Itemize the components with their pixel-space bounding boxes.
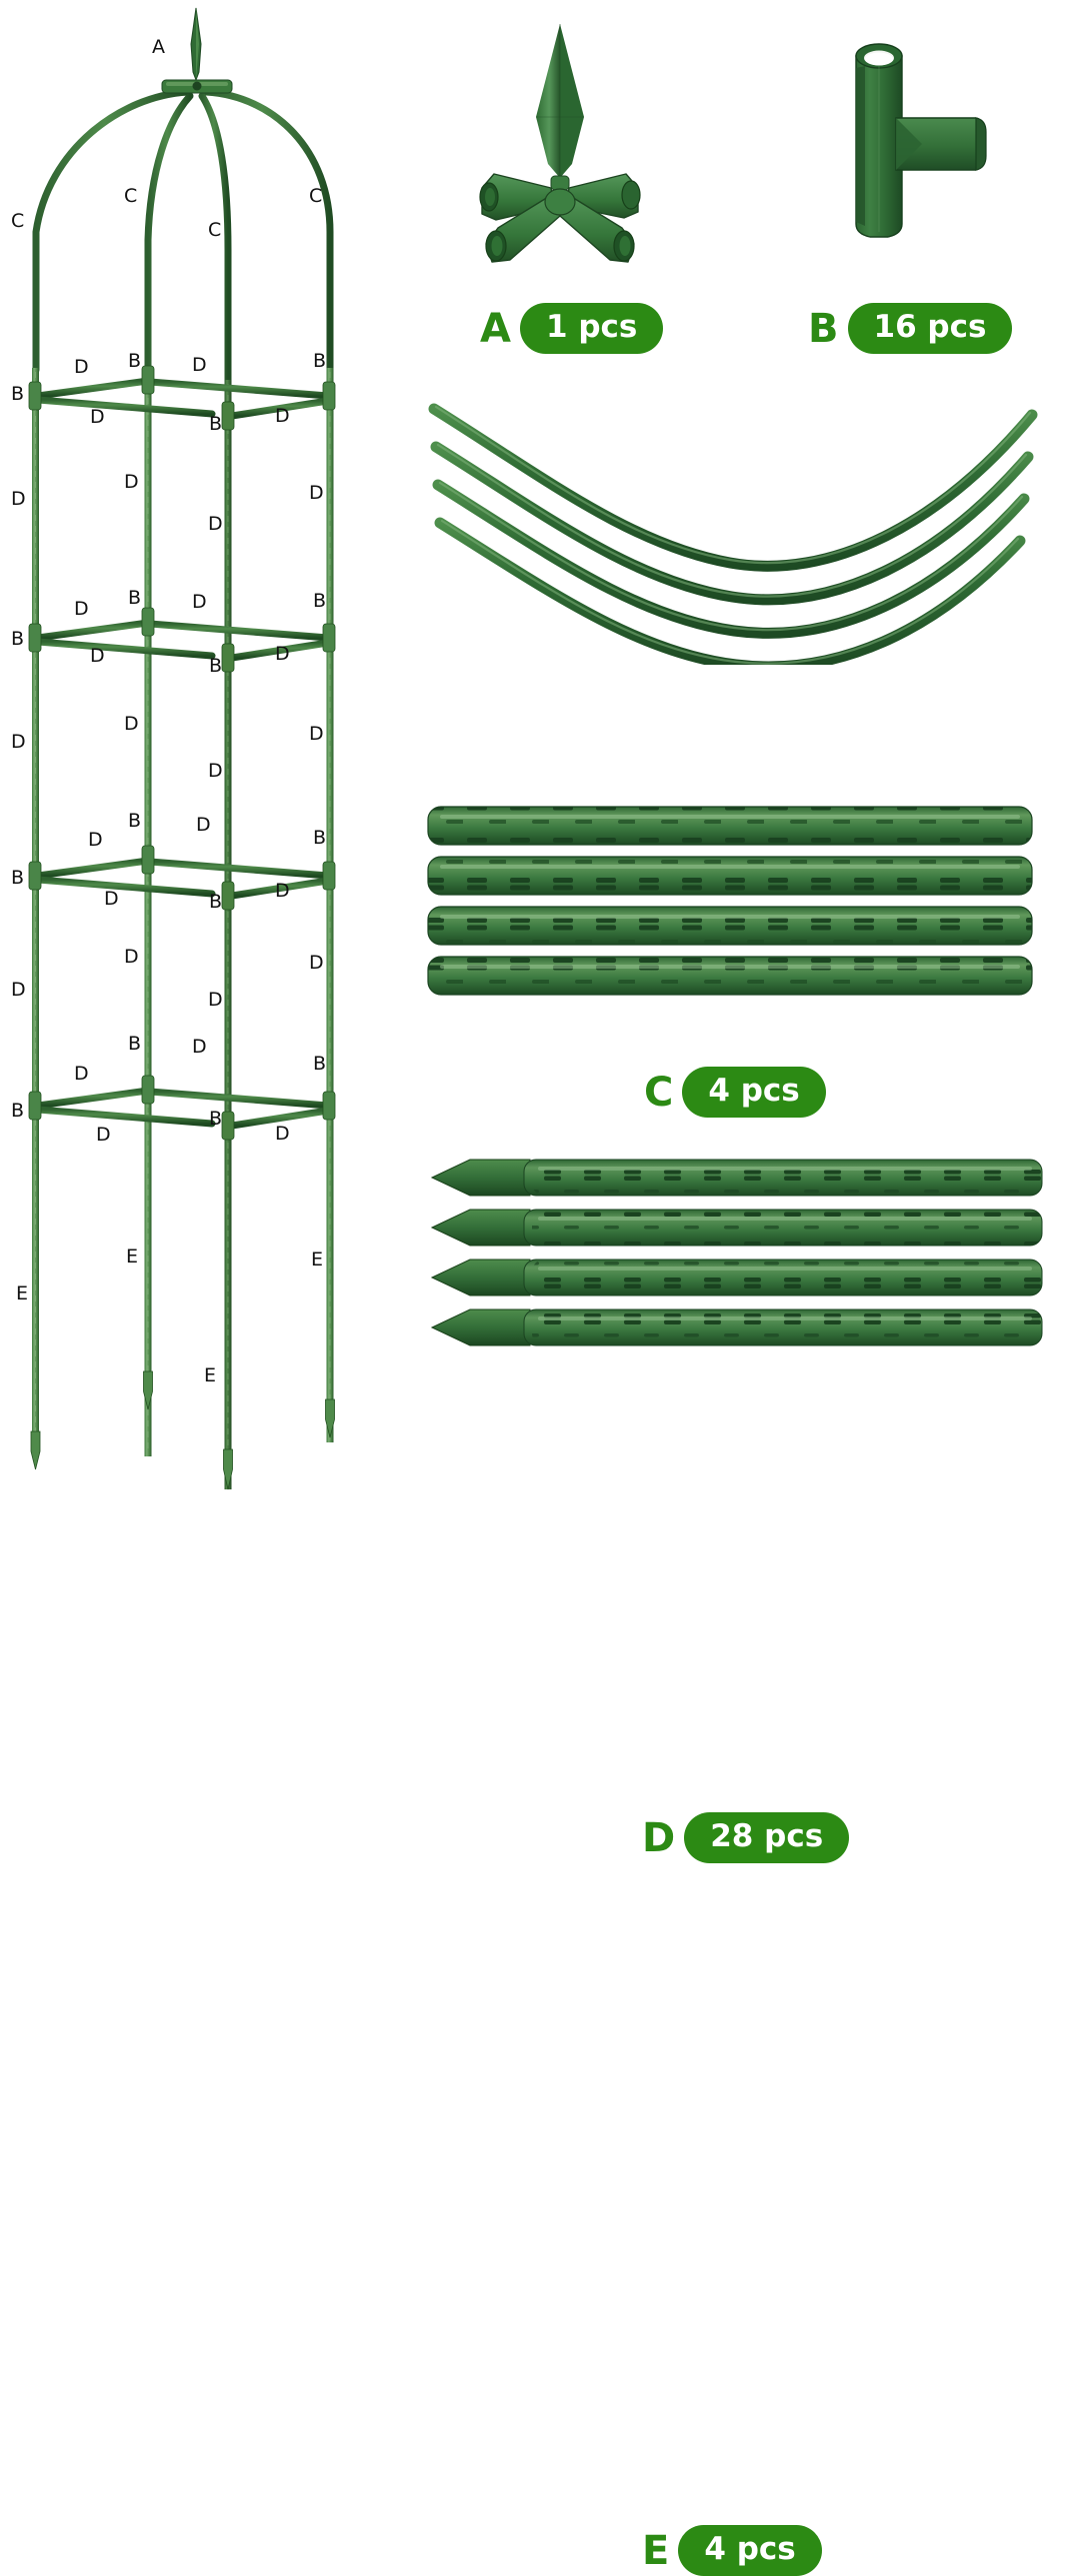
part-c-art	[420, 395, 1069, 665]
assembly-callout-d: D	[309, 723, 324, 745]
ring-level-1	[28, 365, 336, 431]
assembly-callout-d: D	[192, 591, 207, 613]
part-e-art	[420, 1140, 1069, 1369]
assembly-callout-b: B	[11, 628, 24, 650]
vertical-columns	[32, 368, 334, 1489]
assembly-callout-b: B	[209, 655, 222, 677]
assembly-callout-d: D	[192, 354, 207, 376]
assembly-callout-b: B	[313, 590, 326, 612]
assembly-callout-d: D	[124, 713, 139, 735]
ring-level-3	[28, 845, 336, 911]
assembly-callout-d: D	[11, 979, 26, 1001]
assembly-callout-d: D	[208, 760, 223, 782]
part-d-block: D 28 pcs	[420, 805, 1069, 1863]
assembly-callout-d: D	[192, 1036, 207, 1058]
assembly-callout-d: D	[309, 952, 324, 974]
part-a-quantity-badge: 1 pcs	[519, 303, 664, 354]
part-b-quantity-badge: 16 pcs	[847, 303, 1013, 354]
part-c-label: C 4 pcs	[644, 1067, 826, 1118]
part-b-letter: B	[808, 305, 838, 352]
assembly-illustration: A C C C C B D B D B D B D D D D D B D B D B D B D D D D D B D B D B D B D D D D…	[0, 0, 420, 1499]
part-e-letter: E	[642, 2527, 669, 2574]
assembly-callouts: A C C C C B D B D B D B D D D D D B D B D B D B D D D D D B D B D B D B D D D D…	[11, 36, 326, 1386]
assembly-callout-d: D	[124, 471, 139, 493]
part-b-block: B 16 pcs	[420, 22, 1069, 354]
finial-a-icon	[161, 7, 233, 94]
assembly-callout-e: E	[204, 1364, 216, 1386]
assembly-callout-d: D	[309, 482, 324, 504]
assembly-callout-d: D	[208, 989, 223, 1011]
part-a-block: A 1 pcs	[420, 22, 1069, 354]
assembly-callout-b: B	[11, 383, 24, 405]
assembly-callout-e: E	[126, 1246, 138, 1268]
parts-inventory-panel: A 1 pcs	[420, 0, 1069, 2576]
assembly-svg: A C C C C B D B D B D B D D D D D B D B D B D B D D D D D B D B D B D B D D D D…	[11, 7, 336, 1490]
dome-arcs	[32, 88, 334, 386]
assembly-callout-b: B	[11, 1100, 24, 1122]
part-e-quantity-badge: 4 pcs	[678, 2525, 822, 2576]
assembly-callout-e: E	[16, 1283, 28, 1304]
assembly-callout-d: D	[11, 488, 26, 510]
assembly-callout-c: C	[124, 185, 137, 207]
assembly-callout-b: B	[128, 810, 141, 832]
assembly-callout-b: B	[209, 413, 222, 435]
assembly-callout-c: C	[11, 210, 24, 232]
assembly-callout-e: E	[311, 1249, 323, 1271]
assembly-callout-b: B	[313, 1053, 326, 1075]
part-d-label: D 28 pcs	[642, 1812, 850, 1863]
part-d-quantity-badge: 28 pcs	[684, 1812, 850, 1863]
ribbed-straight-rod-group-icon	[427, 806, 1033, 996]
part-b-art	[770, 22, 1069, 272]
assembly-callout-c: C	[309, 185, 322, 207]
assembly-callout-b: B	[128, 587, 141, 609]
part-d-art	[420, 805, 1069, 1000]
assembly-callout-b: B	[313, 827, 326, 849]
assembly-callout-a: A	[152, 36, 165, 58]
part-c-letter: C	[644, 1069, 673, 1116]
part-a-art	[420, 22, 1069, 272]
assembly-callout-d: D	[208, 513, 223, 535]
pointed-ground-stake-group-icon	[430, 1159, 1043, 1346]
assembly-callout-d: D	[90, 645, 105, 667]
part-c-block: C 4 pcs	[420, 395, 1069, 1118]
assembly-callout-d: D	[74, 598, 89, 620]
assembly-callout-d: D	[74, 356, 89, 378]
assembly-callout-b: B	[128, 1033, 141, 1055]
part-d-letter: D	[642, 1814, 675, 1861]
assembly-callout-b: B	[11, 867, 24, 889]
ring-level-2	[28, 607, 336, 673]
assembly-callout-d: D	[74, 1063, 89, 1085]
curved-rod-group-icon	[428, 403, 1038, 665]
ground-stakes	[30, 1370, 335, 1490]
assembly-callout-d: D	[275, 405, 290, 427]
assembly-callout-d: D	[11, 731, 26, 753]
part-a-letter: A	[480, 305, 511, 352]
assembly-callout-c: C	[208, 219, 221, 241]
part-e-label: E 4 pcs	[642, 2525, 822, 2576]
part-a-label: A 1 pcs	[480, 303, 664, 354]
part-e-block: E 4 pcs	[420, 1140, 1069, 2576]
assembly-callout-d: D	[90, 406, 105, 428]
assembly-callout-b: B	[128, 350, 141, 372]
assembly-callout-d: D	[96, 1124, 111, 1146]
ring-level-4	[28, 1075, 336, 1141]
assembly-callout-d: D	[275, 880, 290, 902]
part-c-quantity-badge: 4 pcs	[682, 1067, 826, 1118]
assembly-callout-d: D	[124, 946, 139, 968]
assembly-callout-d: D	[275, 643, 290, 665]
assembly-callout-d: D	[275, 1123, 290, 1145]
spear-finial-cross-connector-icon	[479, 24, 641, 263]
assembly-callout-d: D	[104, 888, 119, 910]
assembly-callout-b: B	[209, 1108, 222, 1130]
assembly-callout-d: D	[196, 814, 211, 836]
assembly-callout-b: B	[313, 350, 326, 372]
part-b-label: B 16 pcs	[808, 303, 1013, 354]
assembly-callout-b: B	[209, 891, 222, 913]
assembly-callout-d: D	[88, 829, 103, 851]
tee-connector-icon	[855, 43, 987, 238]
